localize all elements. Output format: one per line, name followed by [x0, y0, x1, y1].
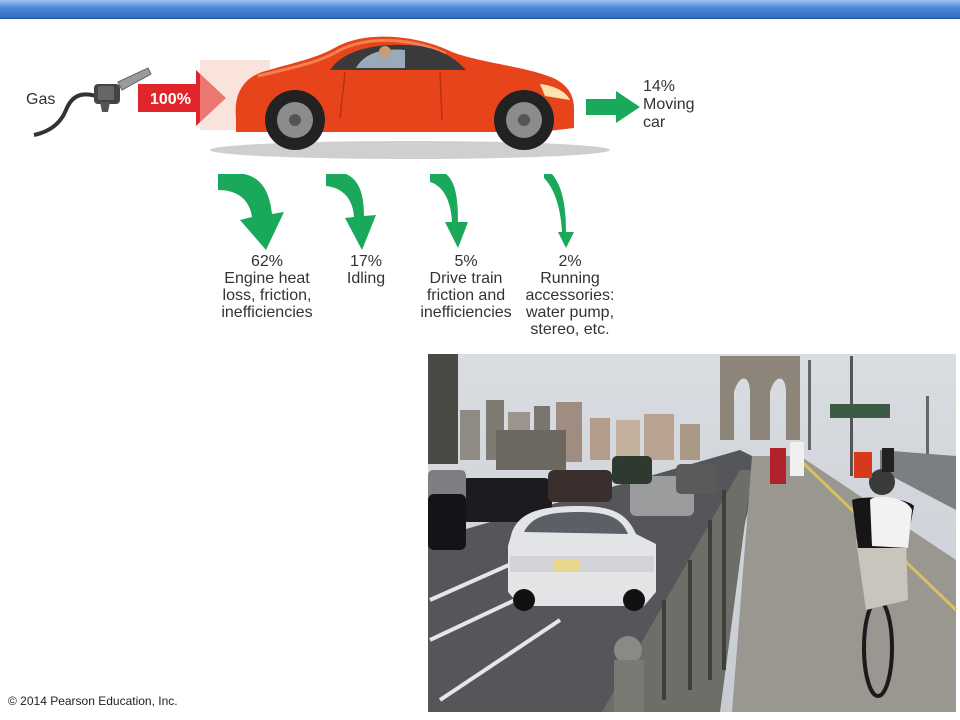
bridge-traffic-photo: [428, 354, 958, 712]
output-arrow: [586, 91, 640, 123]
loss-text: friction and: [426, 287, 506, 304]
output-line-1: Moving: [643, 96, 695, 113]
loss-text: stereo, etc.: [530, 321, 610, 338]
header-bar: [0, 0, 960, 19]
loss-text: water pump,: [525, 304, 615, 321]
loss-arrow-2: [326, 174, 376, 250]
output-line-2: car: [643, 114, 666, 131]
loss-label-idling: 17% Idling: [336, 253, 396, 287]
loss-arrow-4: [544, 174, 574, 248]
input-percent: 100%: [150, 91, 191, 108]
loss-text: accessories:: [525, 287, 615, 304]
copyright-notice: © 2014 Pearson Education, Inc.: [8, 694, 178, 708]
car-illustration: [200, 36, 610, 159]
loss-label-accessories: 2% Running accessories: water pump, ster…: [520, 253, 620, 338]
loss-label-drive-train: 5% Drive train friction and inefficienci…: [414, 253, 518, 321]
loss-text: loss, friction,: [222, 287, 312, 304]
output-label: 14% Moving car: [643, 78, 695, 132]
loss-percent: 62%: [250, 253, 284, 270]
loss-percent: 5%: [454, 253, 478, 270]
fuel-hose: [33, 92, 97, 137]
loss-label-engine: 62% Engine heat loss, friction, ineffici…: [215, 253, 319, 321]
loss-percent: 2%: [558, 253, 582, 270]
loss-percent: 17%: [349, 253, 383, 270]
loss-text: Idling: [346, 270, 386, 287]
gas-pump-nozzle-icon: [94, 67, 152, 112]
loss-arrow-1: [218, 174, 284, 250]
gas-label: Gas: [26, 91, 56, 108]
loss-text: inefficiencies: [221, 304, 313, 321]
loss-text: Drive train: [429, 270, 503, 287]
loss-arrow-3: [430, 174, 468, 248]
loss-text: Running: [540, 270, 600, 287]
loss-text: inefficiencies: [420, 304, 512, 321]
loss-text: Engine heat: [224, 270, 310, 287]
output-percent: 14%: [643, 78, 676, 95]
